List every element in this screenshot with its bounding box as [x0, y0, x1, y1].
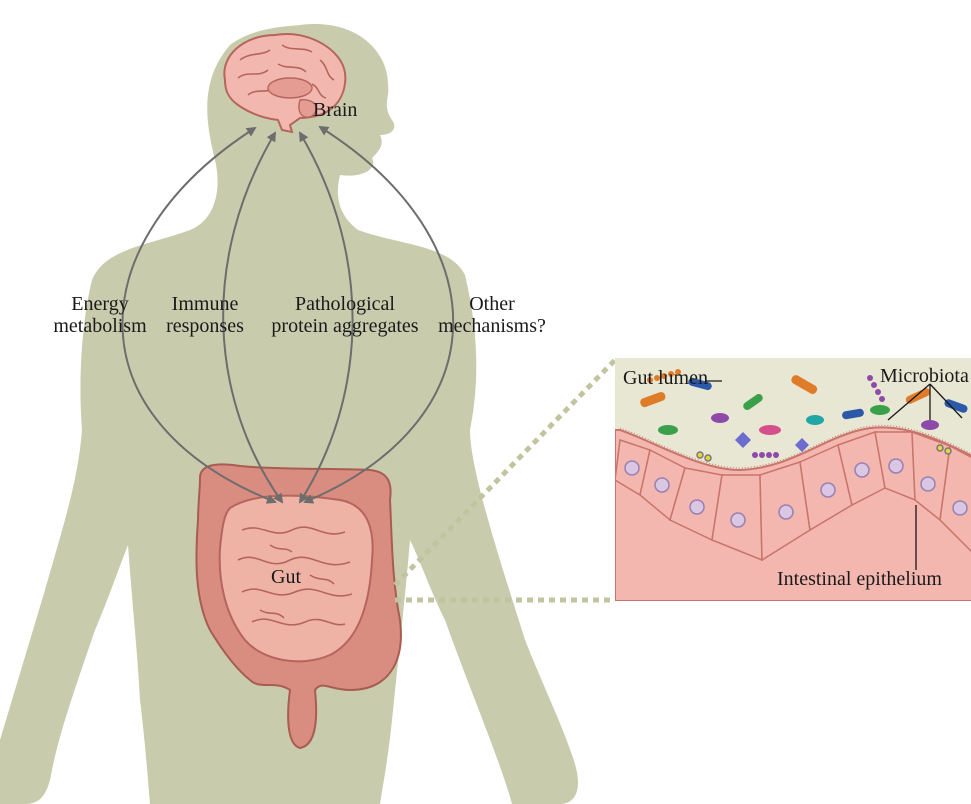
- pathway-other-line1: Other: [432, 293, 552, 315]
- intestinal-epithelium-label: Intestinal epithelium: [777, 568, 942, 590]
- pathway-energy-line2: metabolism: [45, 315, 155, 337]
- pathway-other-line2: mechanisms?: [432, 315, 552, 337]
- pathway-pathological-protein: Pathological protein aggregates: [255, 293, 435, 337]
- intestine-inset: [615, 358, 971, 601]
- pathway-other-mechanisms: Other mechanisms?: [432, 293, 552, 337]
- pathway-pathological-line1: Pathological: [255, 293, 435, 315]
- microbiota-label: Microbiota: [880, 365, 971, 387]
- pathway-immune-responses: Immune responses: [150, 293, 260, 337]
- pathway-immune-line2: responses: [150, 315, 260, 337]
- gut-label: Gut: [271, 566, 301, 588]
- pathway-energy-line1: Energy: [45, 293, 155, 315]
- brain-label: Brain: [313, 99, 357, 121]
- pathway-energy-metabolism: Energy metabolism: [45, 293, 155, 337]
- gut-lumen-label: Gut lumen: [623, 367, 708, 389]
- pathway-pathological-line2: protein aggregates: [255, 315, 435, 337]
- pathway-immune-line1: Immune: [150, 293, 260, 315]
